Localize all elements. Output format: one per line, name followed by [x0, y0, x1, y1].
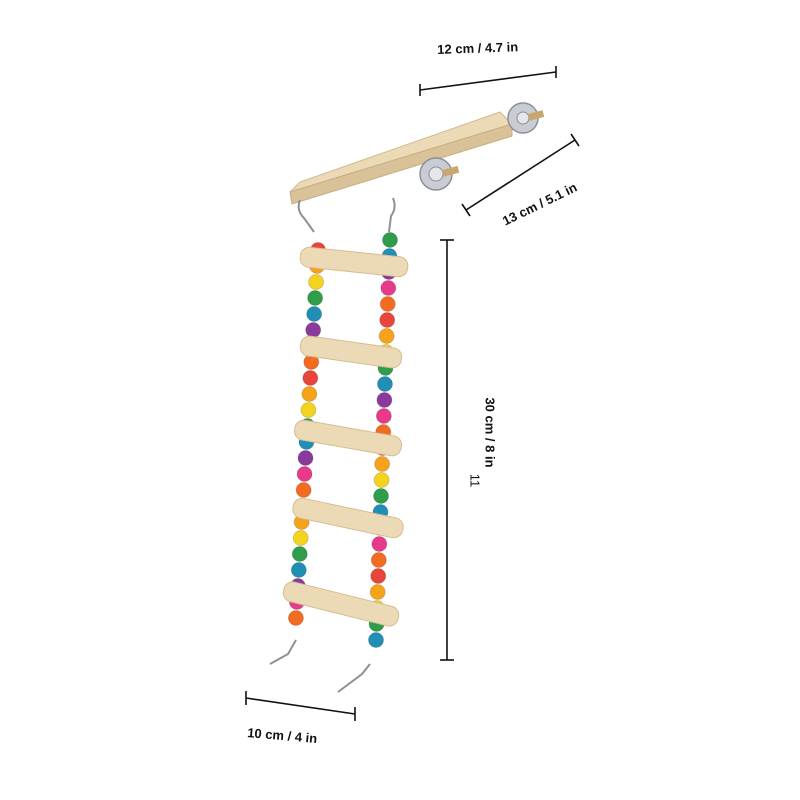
bead — [306, 306, 323, 322]
dimension-lines — [245, 66, 580, 721]
bottom-hooks — [269, 639, 371, 693]
bead — [378, 328, 395, 344]
screw-right — [507, 102, 545, 134]
bead — [373, 488, 390, 504]
bead — [305, 322, 322, 338]
bead — [292, 530, 309, 546]
bead — [375, 408, 392, 424]
bead — [302, 370, 319, 386]
rung — [292, 497, 404, 539]
bead — [291, 546, 308, 562]
bead — [379, 296, 396, 312]
bead — [374, 456, 391, 472]
bead — [308, 274, 325, 290]
bead — [382, 232, 398, 248]
rung — [294, 419, 402, 457]
bead — [376, 376, 393, 392]
bead — [287, 610, 304, 626]
bead — [368, 632, 384, 648]
bead — [295, 482, 312, 498]
bead — [379, 312, 396, 328]
bead — [369, 584, 386, 600]
bead — [370, 552, 387, 568]
top-hooks — [297, 197, 396, 233]
bead — [300, 402, 317, 418]
wooden-platform — [289, 111, 513, 205]
bead — [370, 568, 387, 584]
ladder-rungs — [282, 246, 409, 627]
bead — [290, 562, 307, 578]
bead — [301, 386, 318, 402]
screw-left — [419, 157, 460, 191]
bead — [307, 290, 324, 306]
rung — [299, 246, 409, 278]
bead — [376, 392, 393, 408]
bead — [296, 466, 313, 482]
bead — [373, 472, 390, 488]
bead — [380, 280, 397, 296]
rung — [299, 335, 403, 369]
bead — [297, 450, 314, 466]
bead — [371, 536, 388, 552]
height-label: 30 cm / 8 in — [482, 397, 498, 468]
height-mark: 11 — [467, 473, 483, 488]
rung — [282, 581, 400, 627]
top-width-label: 12 cm / 4.7 in — [437, 39, 519, 57]
